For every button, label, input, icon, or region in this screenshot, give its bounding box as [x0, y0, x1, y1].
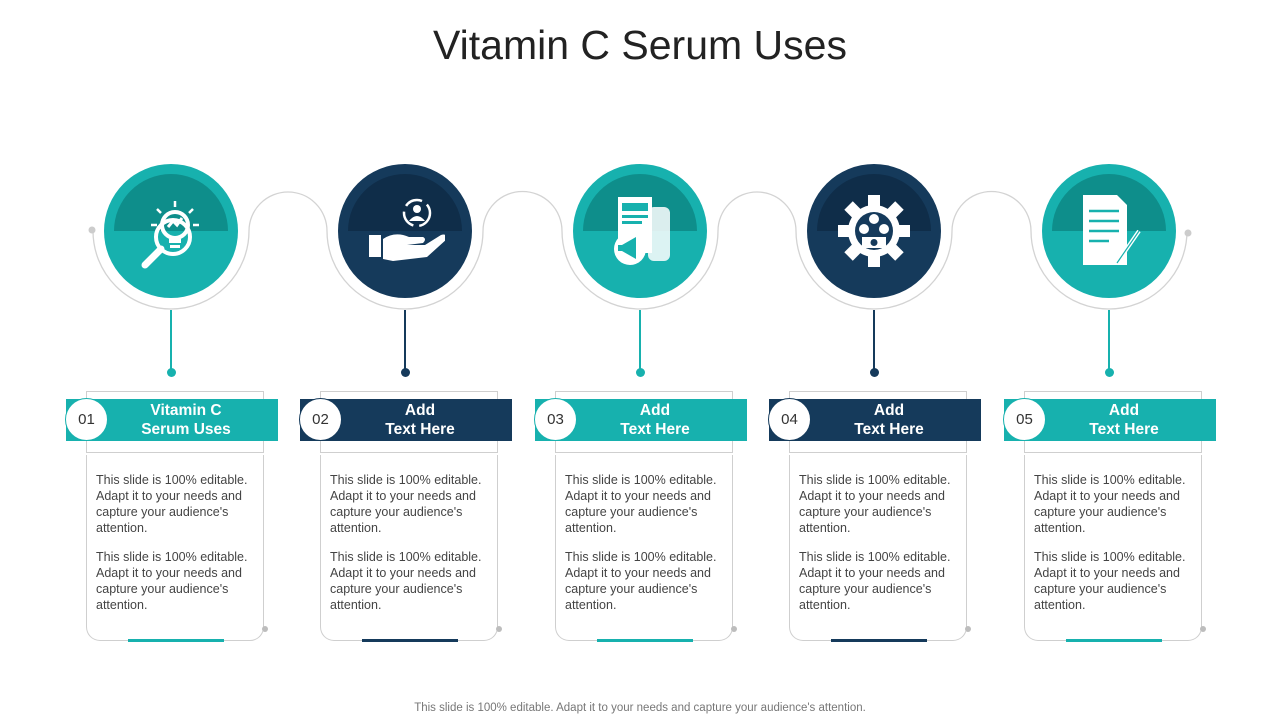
connector-path	[92, 190, 1188, 310]
description-paragraph-2: This slide is 100% editable. Adapt it to…	[799, 550, 951, 612]
slide-title: Vitamin C Serum Uses	[433, 22, 847, 68]
description-box	[555, 455, 733, 641]
stem-dot	[166, 368, 176, 377]
description-paragraph-1: This slide is 100% editable. Adapt it to…	[330, 473, 482, 535]
description-text: This slide is 100% editable. Adapt it to…	[330, 472, 490, 626]
connector-start-dot	[88, 226, 96, 234]
step-stem	[170, 310, 172, 372]
step-stem	[404, 310, 406, 372]
step-03: Add Text Here 03 This slide is 100% edit…	[0, 0, 747, 720]
step-circle	[104, 164, 238, 298]
description-paragraph-1: This slide is 100% editable. Adapt it to…	[799, 473, 951, 535]
corner-dot	[965, 626, 971, 632]
corner-dot	[262, 626, 268, 632]
description-paragraph-1: This slide is 100% editable. Adapt it to…	[565, 473, 717, 535]
newspaper-megaphone-icon	[614, 197, 670, 265]
slide-footer: This slide is 100% editable. Adapt it to…	[414, 702, 866, 714]
step-02: Add Text Here 02 This slide is 100% edit…	[0, 0, 512, 720]
description-text: This slide is 100% editable. Adapt it to…	[1034, 472, 1194, 626]
connector-end-dot	[1184, 229, 1192, 237]
description-paragraph-2: This slide is 100% editable. Adapt it to…	[96, 550, 248, 612]
stem-dot	[635, 368, 645, 377]
bottom-accent-bar	[831, 639, 927, 642]
description-text: This slide is 100% editable. Adapt it to…	[565, 472, 725, 626]
document-pen-icon	[1083, 195, 1141, 265]
step-circle	[573, 164, 707, 298]
bottom-accent-bar	[128, 639, 224, 642]
lightbulb-magnifier-icon	[141, 201, 199, 269]
step-number-badge: 01	[65, 398, 108, 441]
corner-dot	[496, 626, 502, 632]
stem-dot	[1104, 368, 1114, 377]
step-number-badge: 03	[534, 398, 577, 441]
corner-dot	[1200, 626, 1206, 632]
stem-dot	[400, 368, 410, 377]
hand-user-icon	[369, 198, 445, 261]
description-text: This slide is 100% editable. Adapt it to…	[799, 472, 959, 626]
bottom-accent-bar	[597, 639, 693, 642]
description-paragraph-1: This slide is 100% editable. Adapt it to…	[1034, 473, 1186, 535]
step-04: Add Text Here 04 This slide is 100% edit…	[0, 0, 981, 720]
step-circle	[807, 164, 941, 298]
stem-dot	[869, 368, 879, 377]
step-stem	[873, 310, 875, 372]
step-stem	[639, 310, 641, 372]
description-box	[320, 455, 498, 641]
step-number-badge: 04	[768, 398, 811, 441]
description-text: This slide is 100% editable. Adapt it to…	[96, 472, 256, 626]
description-paragraph-2: This slide is 100% editable. Adapt it to…	[1034, 550, 1186, 612]
bottom-accent-bar	[1066, 639, 1162, 642]
corner-dot	[731, 626, 737, 632]
step-stem	[1108, 310, 1110, 372]
description-paragraph-2: This slide is 100% editable. Adapt it to…	[565, 550, 717, 612]
description-box	[86, 455, 264, 641]
description-box	[1024, 455, 1202, 641]
step-circle	[338, 164, 472, 298]
step-number-badge: 05	[1003, 398, 1046, 441]
step-number-badge: 02	[299, 398, 342, 441]
description-box	[789, 455, 967, 641]
step-05: Add Text Here 05 This slide is 100% edit…	[0, 0, 1216, 720]
description-paragraph-2: This slide is 100% editable. Adapt it to…	[330, 550, 482, 612]
step-circle	[1042, 164, 1176, 298]
gear-money-icon	[838, 195, 910, 267]
bottom-accent-bar	[362, 639, 458, 642]
description-paragraph-1: This slide is 100% editable. Adapt it to…	[96, 473, 248, 535]
step-01: Vitamin C Serum Uses 01 This slide is 10…	[0, 0, 278, 720]
